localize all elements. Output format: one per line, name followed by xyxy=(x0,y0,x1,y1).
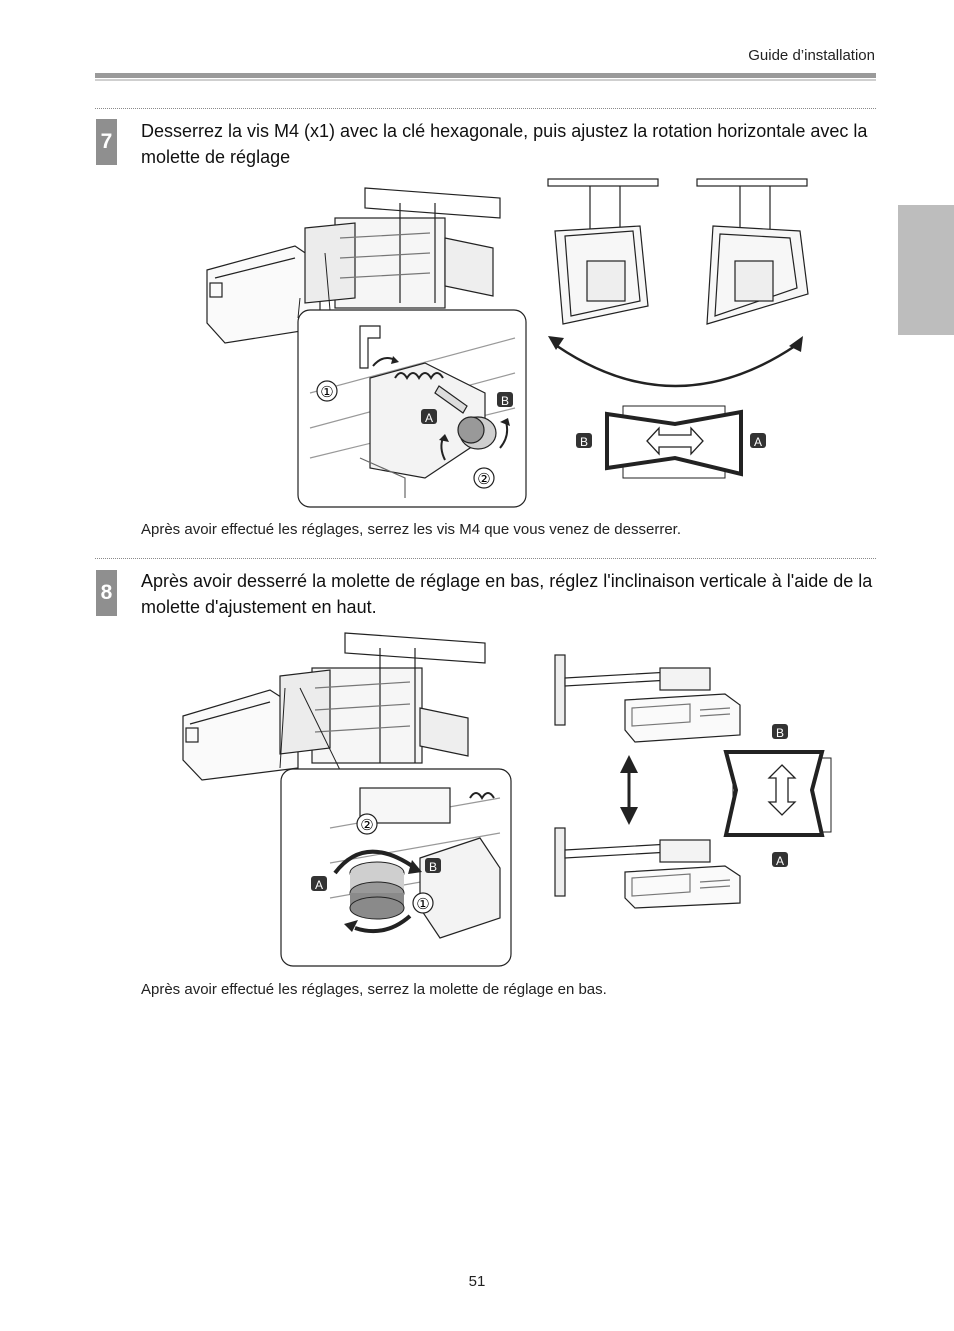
callout-b: B xyxy=(501,394,509,408)
step-divider xyxy=(95,108,876,109)
section-tab xyxy=(898,205,954,335)
step-note: Après avoir effectué les réglages, serre… xyxy=(141,521,681,538)
callout-b: B xyxy=(429,860,437,874)
page-number: 51 xyxy=(468,1273,486,1290)
step8-mount-illustration: ② ① A B xyxy=(182,632,512,967)
step-number-badge: 8 xyxy=(96,570,117,616)
callout-2: ② xyxy=(477,471,490,488)
callout-1: ① xyxy=(416,896,429,913)
callout-a: A xyxy=(315,878,323,892)
callout-1: ① xyxy=(320,384,333,401)
step7-rotation-diagram: B A xyxy=(547,178,809,479)
header-rule-secondary xyxy=(95,79,876,81)
step8-tilt-diagram: B A xyxy=(554,654,832,909)
step-instruction: Après avoir desserré la molette de régla… xyxy=(141,571,873,617)
callout-a: A xyxy=(425,411,433,425)
step-instruction: Desserrez la vis M4 (x1) avec la clé hex… xyxy=(141,121,868,167)
screen-label-a: A xyxy=(754,435,762,449)
screen-label-a: A xyxy=(776,854,784,868)
step-divider xyxy=(95,558,876,559)
step7-mount-illustration: ① ② A B xyxy=(206,187,527,508)
header-rule xyxy=(95,73,876,78)
screen-label-b: B xyxy=(580,435,588,449)
step-note: Après avoir effectué les réglages, serre… xyxy=(141,981,607,998)
screen-label-b: B xyxy=(776,726,784,740)
header-title: Guide d’installation xyxy=(748,47,875,64)
callout-2: ② xyxy=(360,817,373,834)
step-number-badge: 7 xyxy=(96,119,117,165)
